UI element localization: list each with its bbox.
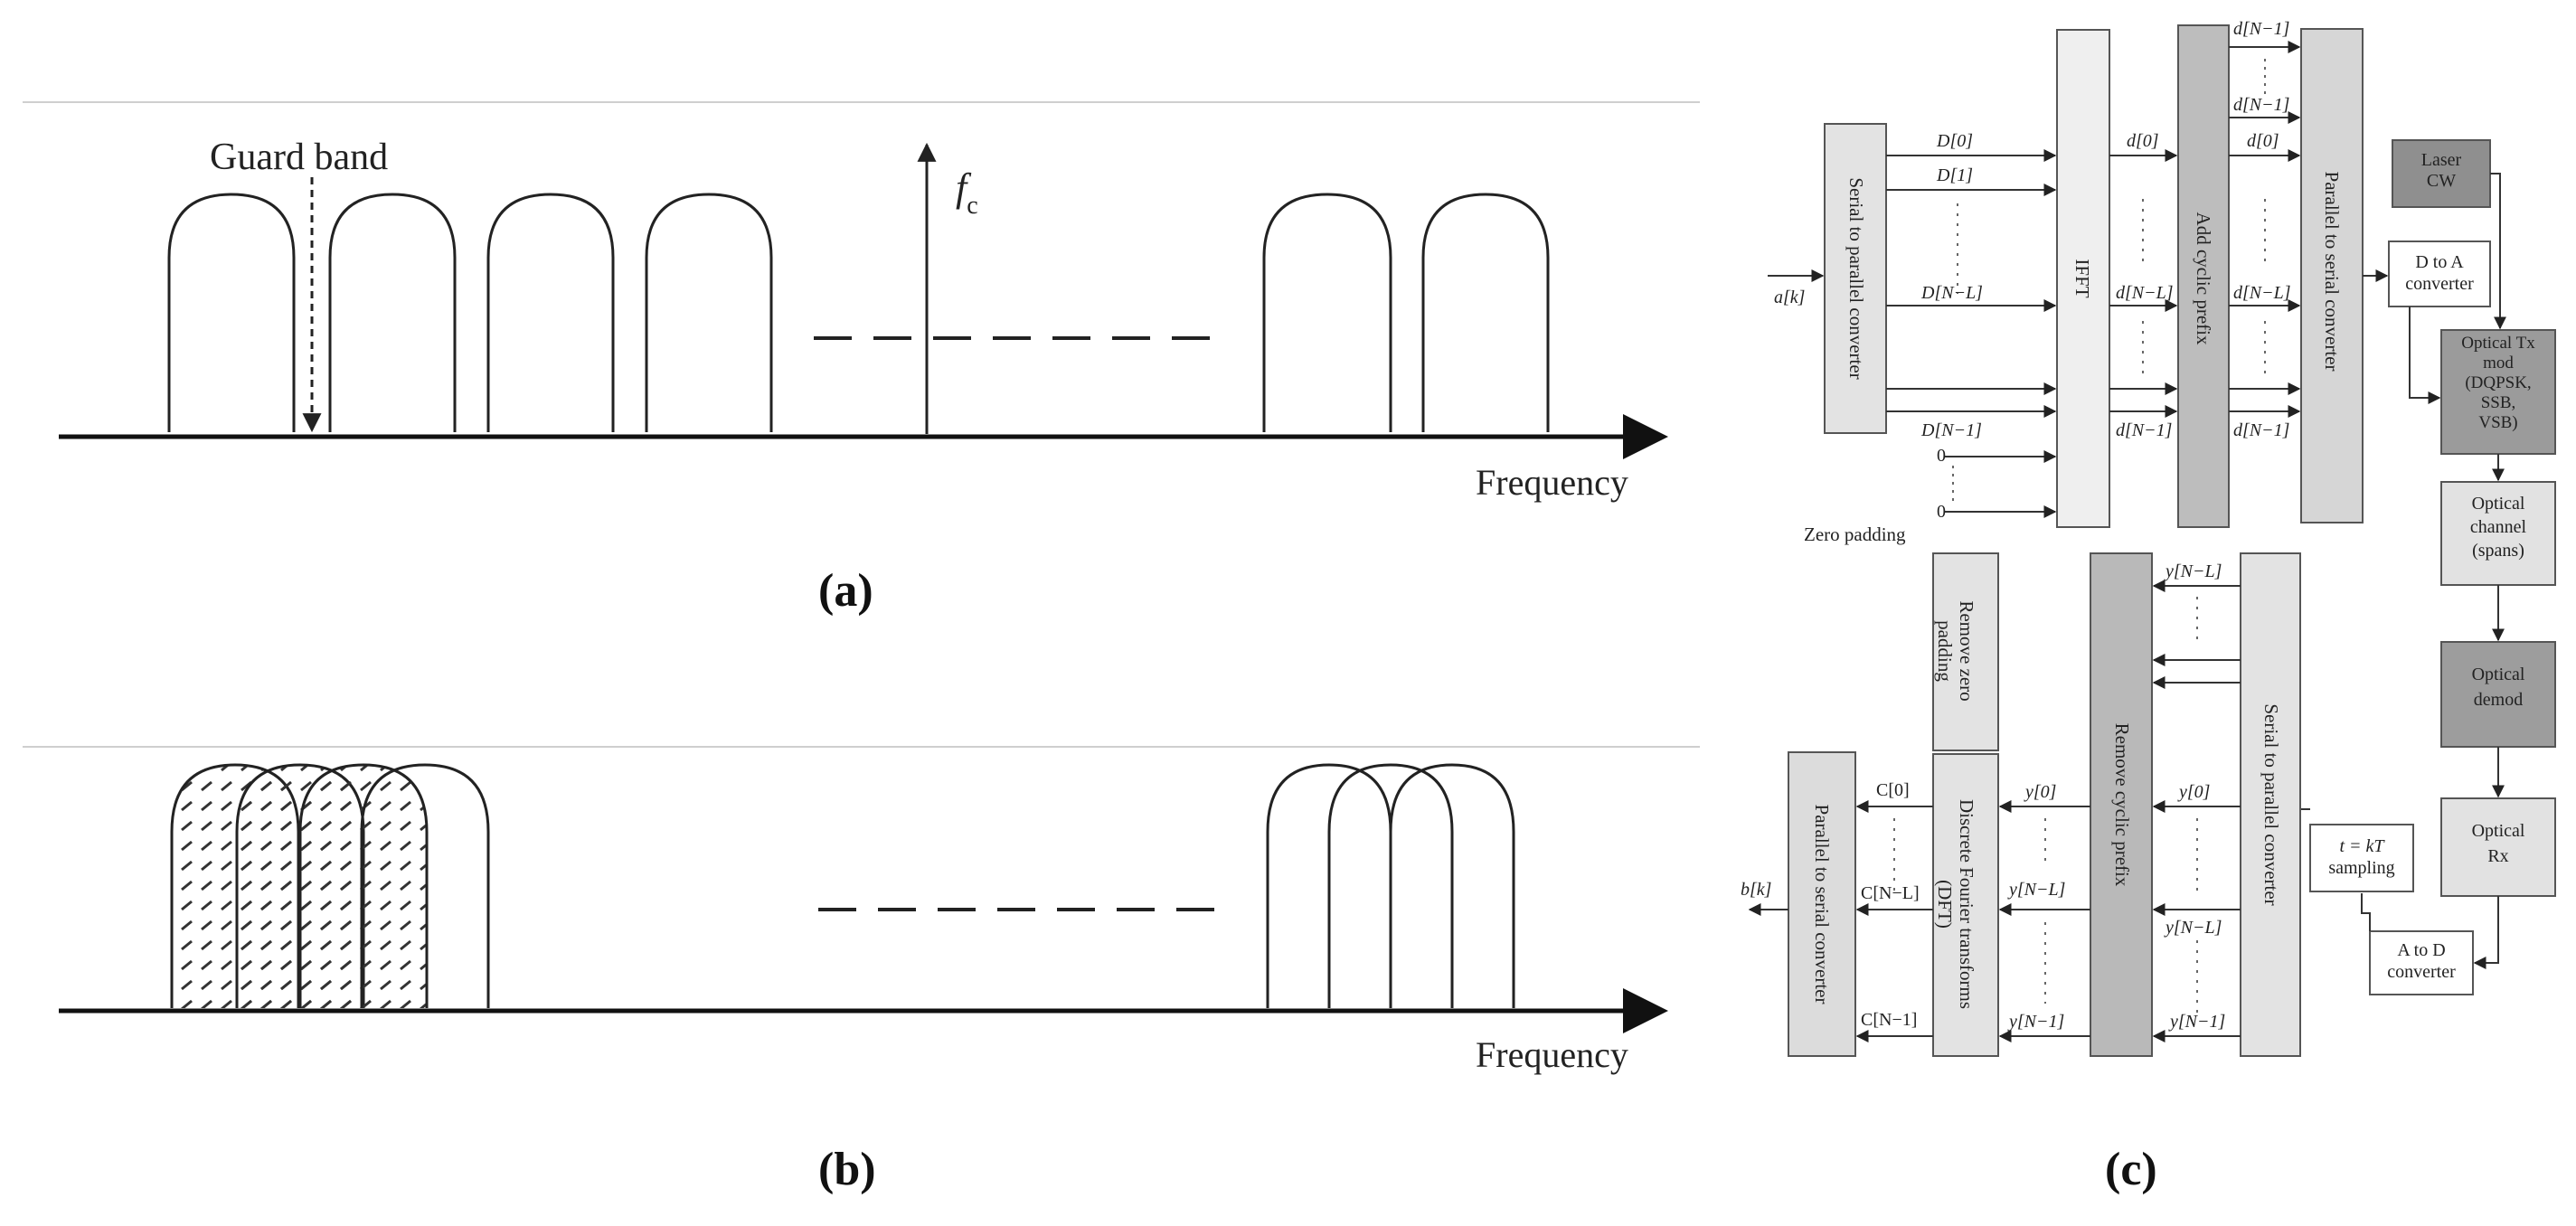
- fc-label: fc: [956, 165, 978, 220]
- d0-ifft-label: d[0]: [2127, 131, 2159, 151]
- parallel-to-serial-tx-block: [2300, 28, 2364, 523]
- optical-rx-block: [2440, 797, 2556, 897]
- remove-zero-padding-block: [1932, 552, 1999, 751]
- subcarrier-arch: [298, 763, 429, 1008]
- optical-tx-mod-block: [2440, 329, 2556, 455]
- rx-ynl-top-label: y[N−L]: [2164, 561, 2222, 581]
- subcarrier-arch: [360, 763, 490, 1008]
- parallel-to-serial-tx-label: Parallel to serial converter: [2321, 172, 2343, 372]
- cp-dnl-label: d[N−L]: [2233, 283, 2291, 303]
- zero-padding-label: Zero padding: [1804, 523, 1906, 545]
- d0-label: D[0]: [1936, 131, 1973, 151]
- subcarrier-arch: [1266, 763, 1392, 1008]
- cp-dn1-label: d[N−1]: [2233, 420, 2289, 440]
- cp-top1-label: d[N−1]: [2233, 19, 2289, 39]
- rx-y0-label: y[0]: [2177, 782, 2210, 802]
- sampling-block: [2309, 824, 2414, 892]
- dft-label: Discrete Fourier transforms(DFT): [1934, 799, 1977, 1009]
- subcarrier-arch: [1262, 193, 1392, 432]
- serial-to-parallel-tx-label: Serial to parallel converter: [1845, 177, 1867, 379]
- subcarrier-arch: [1389, 763, 1515, 1008]
- subcarrier-arch: [328, 193, 457, 432]
- ifft-block: [2056, 29, 2110, 528]
- subcarrier-arch: [645, 193, 773, 432]
- rx-ynl-label: y[N−L]: [2164, 918, 2222, 938]
- d1-label: D[1]: [1936, 165, 1973, 185]
- frequency-axis-label: Frequency: [1476, 462, 1628, 503]
- cn1-label: C[N−1]: [1861, 1010, 1917, 1030]
- output-label: b[k]: [1741, 880, 1771, 900]
- input-label: a[k]: [1774, 288, 1805, 307]
- dn1-label: D[N−1]: [1920, 420, 1982, 440]
- dft-block: [1932, 753, 1999, 1057]
- subcarrier-arch: [1327, 763, 1454, 1008]
- add-cyclic-prefix-label: Add cyclic prefix: [2193, 212, 2214, 345]
- zero-bottom-label: 0: [1937, 502, 1946, 522]
- add-cyclic-prefix-block: [2177, 24, 2230, 528]
- d-to-a-block: [2388, 240, 2491, 307]
- remove-zero-padding-label: Remove zeropadding: [1934, 600, 1977, 701]
- frequency-axis-label: Frequency: [1476, 1034, 1628, 1075]
- panel-b: Frequency (b): [23, 746, 1700, 1195]
- subcarrier-arch: [167, 193, 296, 432]
- cnl-label: C[N−L]: [1861, 883, 1920, 903]
- zero-top-label: 0: [1937, 446, 1946, 466]
- panel-a: fc Guard band Frequency (a): [23, 101, 1700, 617]
- panel-c-caption: (c): [2105, 1144, 2157, 1195]
- mid-yn1-label: y[N−1]: [2007, 1012, 2064, 1032]
- parallel-to-serial-rx-block: [1788, 751, 1856, 1057]
- panel-a-caption: (a): [818, 565, 873, 617]
- optical-demod-block: [2440, 641, 2556, 748]
- guard-band-label: Guard band: [210, 137, 388, 178]
- subcarrier-arch: [1421, 193, 1550, 432]
- subcarrier-arch: [486, 193, 615, 432]
- panel-c: Serial to parallel converter IFFT Add cy…: [1741, 19, 2556, 1195]
- c0-label: C[0]: [1876, 780, 1910, 800]
- ifft-label: IFFT: [2071, 259, 2093, 297]
- panel-b-caption: (b): [818, 1144, 876, 1195]
- a-to-d-block: [2369, 930, 2474, 995]
- serial-to-parallel-tx-block: [1824, 123, 1887, 434]
- remove-cyclic-prefix-label: Remove cyclic prefix: [2111, 723, 2133, 887]
- cp-d0-label: d[0]: [2247, 131, 2279, 151]
- dnl-ifft-label: d[N−L]: [2116, 283, 2174, 303]
- serial-to-parallel-rx-block: [2240, 552, 2301, 1057]
- rx-yn1-label: y[N−1]: [2168, 1012, 2225, 1032]
- dn1-ifft-label: d[N−1]: [2116, 420, 2172, 440]
- parallel-to-serial-rx-label: Parallel to serial converter: [1811, 805, 1833, 1004]
- laser-cw-block: [2392, 139, 2491, 208]
- dnl-label: D[N−L]: [1920, 283, 1983, 303]
- mid-ynl-label: y[N−L]: [2007, 880, 2065, 900]
- cp-top2-label: d[N−1]: [2233, 95, 2289, 115]
- mid-y0-label: y[0]: [2024, 782, 2056, 802]
- serial-to-parallel-rx-label: Serial to parallel converter: [2260, 703, 2282, 905]
- remove-cyclic-prefix-block: [2090, 552, 2153, 1057]
